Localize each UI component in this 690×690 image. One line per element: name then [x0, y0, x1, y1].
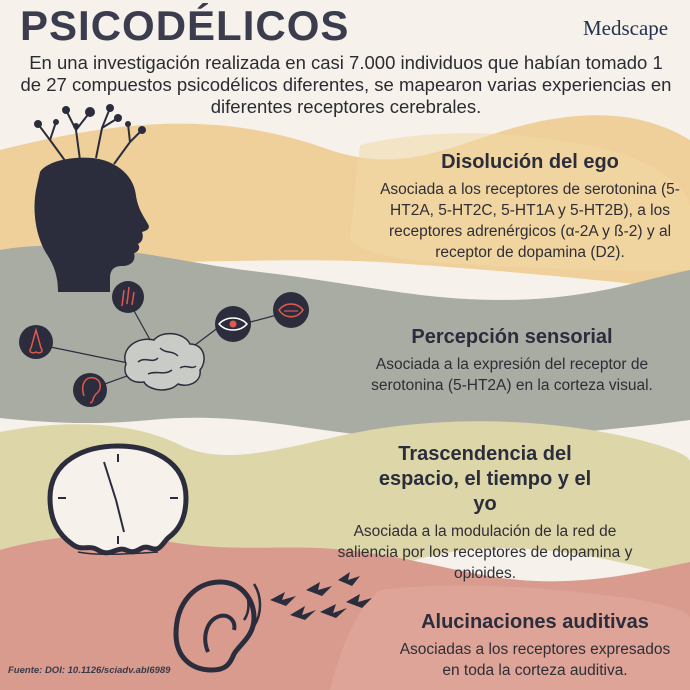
section-auditory: Alucinaciones auditivas Asociadas a los … [385, 610, 685, 681]
page-title: PSICODÉLICOS [20, 2, 350, 49]
ear-and-birds [173, 572, 372, 673]
section-text: Asociada a la expresión del receptor de … [371, 356, 653, 394]
section-title: Percepción sensorial [411, 326, 613, 348]
senses-network [19, 281, 309, 407]
hand-icon [112, 281, 144, 313]
sensory-band [0, 245, 690, 439]
ear-icon [73, 373, 107, 407]
source-citation: Fuente: DOI: 10.1126/sciadv.abl6989 [8, 665, 171, 676]
birds-icon [270, 572, 372, 620]
large-ear-icon [173, 579, 257, 673]
section-sensory: Percepción sensorial Asociada a la expre… [352, 325, 672, 396]
intro-text: En una investigación realizada en casi 7… [20, 52, 672, 117]
section-title: Disolución del ego [441, 151, 619, 173]
section-title: Alucinaciones auditivas [421, 611, 649, 633]
section-ego: Disolución del ego Asociada a los recept… [380, 150, 680, 263]
brain-icon [124, 332, 205, 391]
eye-icon [215, 306, 251, 342]
mouth-icon [273, 292, 309, 328]
brand-logo: Medscape [583, 16, 669, 40]
melting-clock-icon [47, 443, 189, 556]
section-text: Asociada a la modulación de la red de sa… [337, 523, 633, 582]
section-transcendence: Trascendencia del espacio, el tiempo y e… [330, 442, 640, 584]
head-silhouette-icon [34, 104, 149, 292]
section-title: Trascendencia del espacio, el tiempo y e… [378, 443, 592, 515]
sound-waves-icon [242, 583, 262, 627]
section-text: Asociada a los receptores de serotonina … [380, 181, 680, 261]
nose-icon [19, 325, 53, 359]
section-text: Asociadas a los receptores expresados en… [399, 641, 671, 679]
